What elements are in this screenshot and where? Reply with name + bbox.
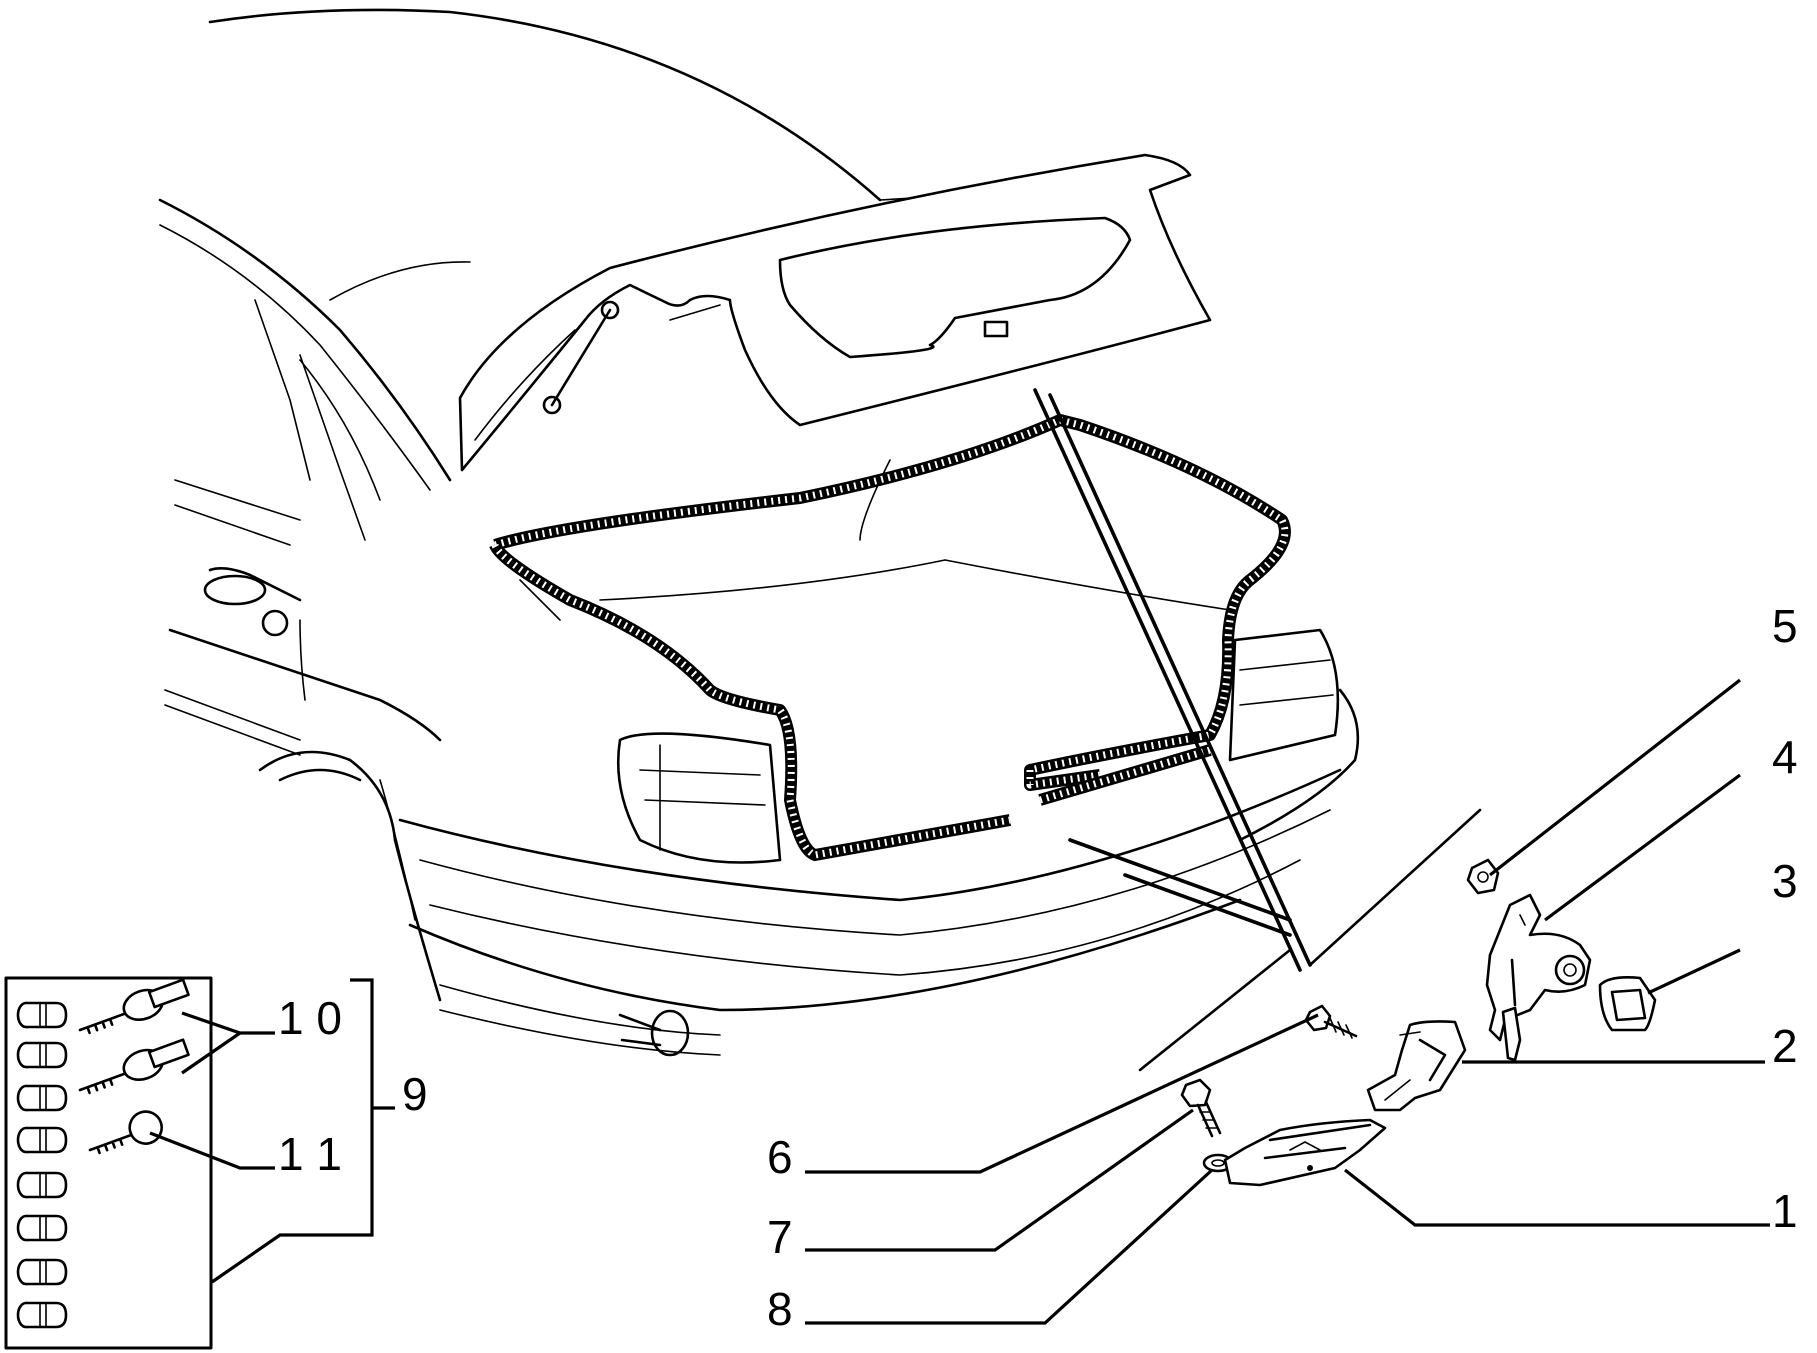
part-1-striker [1223, 1118, 1387, 1187]
lock-cylinder-icon [16, 1041, 68, 1069]
kit-box [4, 976, 213, 1350]
key-set-10 [78, 978, 190, 1095]
trunk-weatherstrip [489, 414, 1291, 861]
lock-cylinder-icon [16, 1171, 68, 1199]
callout-4: 4 [1772, 731, 1798, 783]
callout-1: 1 [1772, 1185, 1798, 1237]
key-icon [78, 1038, 190, 1095]
lock-cylinder-icon [16, 1001, 68, 1029]
lock-cylinder-icon [16, 1301, 68, 1329]
part-3-gasket [1598, 976, 1657, 1032]
lock-cylinder-icon [16, 1084, 68, 1112]
callout-numbers: 5 4 3 2 1 6 7 8 9 1 0 1 1 [278, 600, 1798, 1335]
key-icon [78, 978, 190, 1035]
callout-3: 3 [1772, 855, 1798, 907]
pointer-lines [1033, 388, 1482, 1072]
lock-cylinder-icon [16, 1214, 68, 1242]
callout-10: 1 0 [278, 992, 342, 1044]
callout-9: 9 [402, 1068, 428, 1120]
car-rear-outline [158, 8, 1360, 1057]
callout-6: 6 [767, 1131, 793, 1183]
part-6-screw [1304, 1004, 1358, 1039]
lock-cylinder-icon [16, 1126, 68, 1154]
callout-2: 2 [1772, 1020, 1798, 1072]
callout-7: 7 [767, 1211, 793, 1263]
callout-5: 5 [1772, 600, 1798, 652]
part-4-lock-assembly [1485, 893, 1592, 1062]
lock-cylinder-icon [16, 1258, 68, 1286]
part-7-bolt [1180, 1078, 1222, 1138]
lock-cylinder-column [16, 1001, 68, 1329]
callout-11: 1 1 [278, 1128, 342, 1180]
trunk-lid [458, 153, 1212, 472]
part-5-nut [1466, 858, 1500, 895]
leader-lines [149, 678, 1770, 1325]
part-2-latch [1366, 1020, 1467, 1112]
callout-8: 8 [767, 1283, 793, 1335]
